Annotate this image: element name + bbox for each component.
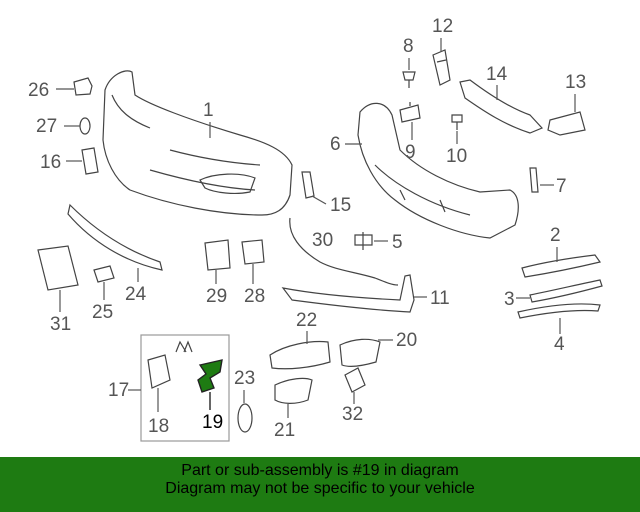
banner-line-1: Part or sub-assembly is #19 in diagram: [181, 462, 459, 479]
label-6: 6: [330, 134, 341, 155]
ring-23[interactable]: [237, 403, 253, 433]
label-1: 1: [203, 100, 214, 121]
plate-31[interactable]: [37, 245, 79, 291]
wiring-harness-30[interactable]: [289, 217, 399, 286]
fog-lamp-20[interactable]: [339, 338, 381, 368]
bumper-reinforcement[interactable]: [357, 102, 519, 239]
label-20: 20: [396, 330, 417, 351]
label-2: 2: [550, 225, 561, 246]
bracket-13[interactable]: [547, 111, 586, 136]
bracket-19-highlighted[interactable]: [197, 359, 223, 393]
bolt-5[interactable]: [354, 232, 373, 250]
absorber-11[interactable]: [281, 274, 415, 313]
label-12: 12: [432, 16, 453, 37]
ring-27[interactable]: [79, 117, 91, 135]
clip-7[interactable]: [529, 167, 539, 193]
label-11: 11: [430, 288, 450, 309]
label-5: 5: [392, 232, 403, 253]
label-10: 10: [446, 146, 467, 167]
bracket-29[interactable]: [204, 239, 231, 271]
label-14: 14: [486, 64, 508, 85]
retainer-2[interactable]: [521, 254, 602, 278]
notice-banner: Part or sub-assembly is #19 in diagram D…: [0, 457, 640, 512]
label-31: 31: [50, 314, 71, 335]
label-17: 17: [108, 380, 129, 401]
label-7: 7: [556, 176, 567, 197]
label-15: 15: [330, 195, 351, 216]
bracket-25[interactable]: [93, 265, 115, 283]
clip-18b[interactable]: [175, 340, 193, 353]
label-28: 28: [244, 286, 265, 307]
fog-lamp-cover-21[interactable]: [274, 377, 313, 404]
label-22: 22: [296, 310, 317, 331]
parts-diagram: 1 6 12 8 9 10 14 13 7 26 27 16 15: [28, 16, 603, 442]
screw-10[interactable]: [451, 114, 463, 130]
label-29: 29: [206, 286, 227, 307]
clip-8[interactable]: [402, 71, 416, 88]
label-16: 16: [40, 152, 61, 173]
label-30: 30: [312, 230, 333, 251]
bracket-12[interactable]: [432, 49, 451, 86]
label-24: 24: [125, 284, 147, 305]
label-26: 26: [28, 80, 49, 101]
bracket-18[interactable]: [147, 354, 171, 389]
bracket-15[interactable]: [301, 171, 315, 199]
fog-lamp-bezel-22[interactable]: [269, 340, 331, 370]
bracket-14[interactable]: [459, 79, 544, 134]
bumper-cover[interactable]: [102, 70, 293, 216]
label-3: 3: [504, 289, 515, 310]
bracket-28[interactable]: [241, 239, 265, 265]
label-19: 19: [202, 412, 223, 433]
molding-4[interactable]: [517, 303, 601, 319]
retainer-3[interactable]: [529, 279, 603, 303]
label-9: 9: [405, 142, 416, 163]
label-18: 18: [148, 416, 169, 437]
bracket-16[interactable]: [81, 147, 99, 175]
label-21: 21: [274, 420, 295, 441]
label-8: 8: [403, 36, 414, 57]
label-4: 4: [554, 334, 565, 355]
label-13: 13: [565, 72, 586, 93]
label-32: 32: [342, 404, 363, 425]
sensor-32[interactable]: [344, 367, 366, 393]
label-23: 23: [234, 368, 255, 389]
label-25: 25: [92, 302, 113, 323]
banner-line-2: Diagram may not be specific to your vehi…: [165, 480, 475, 497]
label-27: 27: [36, 116, 57, 137]
grille-24[interactable]: [67, 203, 163, 271]
fastener-9[interactable]: [399, 102, 421, 123]
sensor-26[interactable]: [73, 77, 93, 96]
